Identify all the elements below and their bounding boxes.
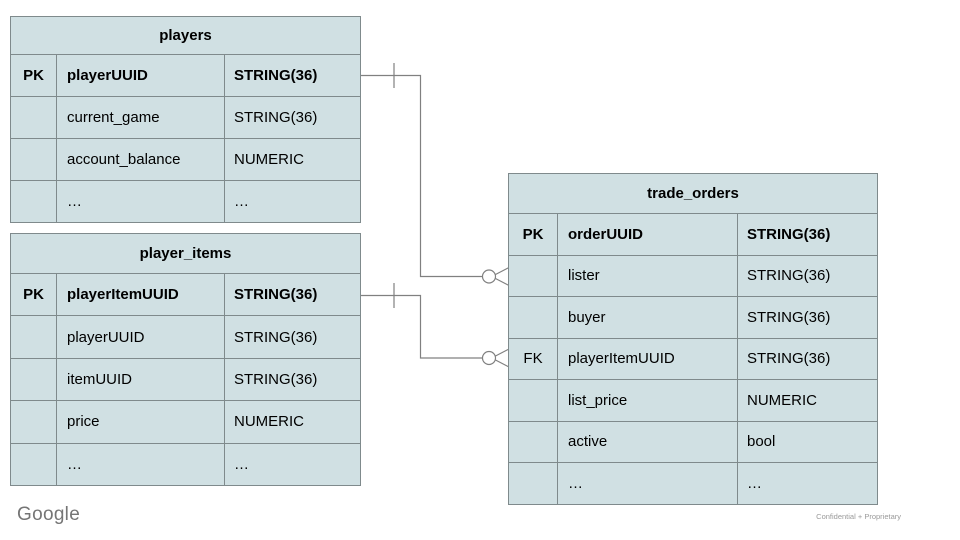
players-key-cell-3 [10,180,57,223]
player_items-key-cell-1 [10,315,57,359]
trade_orders-key-cell-1 [508,254,558,297]
player_items-name-cell-3: price [56,400,225,444]
trade_orders-name-cell-1: lister [557,254,738,297]
players-header-row: players [10,16,361,55]
trade_orders-title: trade_orders [508,173,878,214]
trade_orders-header-row: trade_orders [508,173,878,214]
player_items-name-cell-4: … [56,442,225,486]
trade_orders-name-cell-3: playerItemUUID [557,337,738,380]
player_items-name-cell-1: playerUUID [56,315,225,359]
players-name-cell-2: account_balance [56,138,225,181]
trade_orders-key-cell-3: FK [508,337,558,380]
cardinality-many-crowfoot [495,266,510,287]
players-type-cell-2: NUMERIC [224,138,361,181]
player_items-key-cell-2 [10,357,57,402]
player_items-title: player_items [10,233,361,274]
player_items-header-row: player_items [10,233,361,274]
trade_orders-key-cell-6 [508,462,558,505]
trade_orders-type-cell-2: STRING(36) [737,296,878,339]
trade_orders-type-cell-6: … [737,462,878,505]
players-type-cell-1: STRING(36) [224,96,361,139]
trade_orders-key-cell-4 [508,379,558,422]
trade_orders-key-cell-2 [508,296,558,339]
players-name-cell-1: current_game [56,96,225,139]
players-type-cell-0: STRING(36) [224,54,361,97]
player_items-key-cell-0: PK [10,272,57,317]
players-type-cell-3: … [224,180,361,223]
trade_orders-key-cell-5 [508,420,558,463]
trade_orders-name-cell-2: buyer [557,296,738,339]
player_items-type-cell-4: … [224,442,361,486]
player_items-type-cell-0: STRING(36) [224,272,361,317]
trade_orders-name-cell-5: active [557,420,738,463]
players-key-cell-1 [10,96,57,139]
player_items-row-4: …… [10,442,361,486]
trade_orders-name-cell-4: list_price [557,379,738,422]
trade_orders-name-cell-0: orderUUID [557,213,738,256]
player_items-key-cell-3 [10,400,57,444]
trade_orders-name-cell-6: … [557,462,738,505]
players-row-3: …… [10,180,361,223]
relationship-line [361,74,482,278]
players-title: players [10,16,361,55]
relationship-player-items-to-trade-orders [361,283,510,368]
google-logo: Google [17,504,81,525]
players-key-cell-0: PK [10,54,57,97]
trade_orders-type-cell-5: bool [737,420,878,463]
trade_orders-row-6: …… [508,462,878,505]
trade_orders-type-cell-3: STRING(36) [737,337,878,380]
relationship-players-to-trade-orders [361,63,510,287]
cardinality-zero-circle [481,269,497,284]
cardinality-zero-circle [481,350,497,366]
player_items-type-cell-2: STRING(36) [224,357,361,402]
players-key-cell-2 [10,138,57,181]
player_items-type-cell-3: NUMERIC [224,400,361,444]
trade_orders-key-cell-0: PK [508,213,558,256]
players-name-cell-3: … [56,180,225,223]
player_items-name-cell-2: itemUUID [56,357,225,402]
trade_orders-type-cell-4: NUMERIC [737,379,878,422]
trade_orders-type-cell-1: STRING(36) [737,254,878,297]
trade_orders-type-cell-0: STRING(36) [737,213,878,256]
player_items-key-cell-4 [10,442,57,486]
player_items-name-cell-0: playerItemUUID [56,272,225,317]
confidential-note: Confidential + Proprietary [816,512,901,521]
player_items-type-cell-1: STRING(36) [224,315,361,359]
relationship-line [361,294,482,359]
players-name-cell-0: playerUUID [56,54,225,97]
cardinality-many-crowfoot [495,348,510,368]
